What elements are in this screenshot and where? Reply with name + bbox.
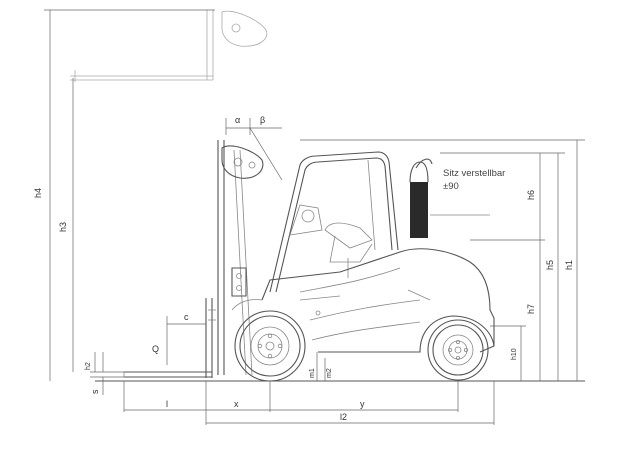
chassis — [231, 248, 495, 353]
label-l2: l2 — [340, 412, 347, 422]
label-h6: h6 — [526, 190, 536, 200]
raised-mast-ghost — [70, 10, 268, 82]
label-y: y — [360, 399, 365, 409]
cab — [269, 151, 399, 293]
label-s: s — [90, 389, 100, 394]
front-wheel — [234, 310, 306, 382]
dimension-labels: h4 h3 α β h6 h5 h1 h7 h10 h2 s c Q m1 m2… — [33, 115, 574, 422]
label-h3: h3 — [58, 222, 68, 232]
counterweight-stack — [409, 158, 490, 238]
mast — [217, 140, 264, 376]
label-m2: m2 — [326, 368, 333, 378]
label-m1: m1 — [309, 368, 316, 378]
seat-note-line2: ±90 — [443, 181, 459, 192]
rear-wheel — [427, 319, 489, 381]
dimension-lines — [44, 9, 585, 425]
label-h4: h4 — [33, 188, 43, 198]
seat-note: Sitz verstellbar ±90 — [443, 168, 505, 192]
label-h5: h5 — [545, 260, 555, 270]
seat-note-line1: Sitz verstellbar — [443, 168, 505, 179]
label-Q: Q — [152, 344, 159, 354]
label-h10: h10 — [511, 348, 518, 360]
label-c: c — [184, 312, 189, 322]
label-h2: h2 — [85, 362, 92, 370]
label-x: x — [234, 399, 239, 409]
label-alpha: α — [235, 115, 240, 125]
label-h1: h1 — [564, 260, 574, 270]
label-l: l — [166, 399, 168, 409]
label-beta: β — [260, 115, 265, 125]
forks — [123, 298, 216, 378]
label-h7: h7 — [526, 304, 536, 314]
